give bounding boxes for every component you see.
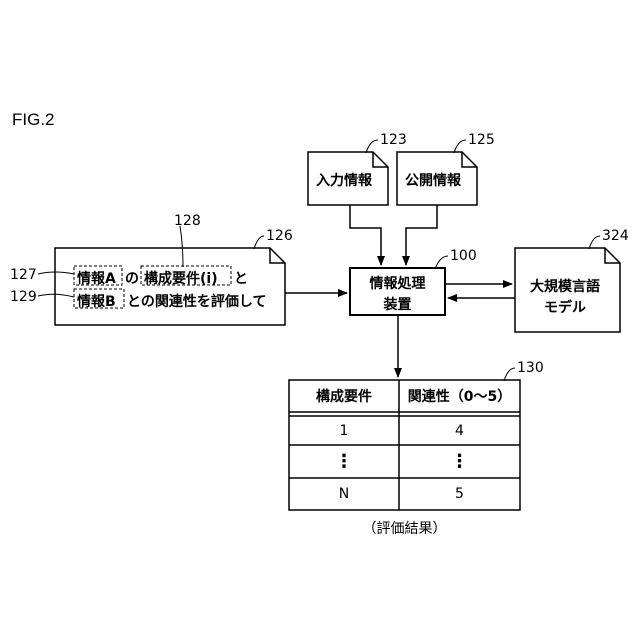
ref-127: 127 <box>10 268 37 282</box>
prompt-requirement: 構成要件(i) <box>144 268 218 288</box>
processor-label-line2: 装置 <box>350 294 445 314</box>
table-row: ⋮ ⋮ <box>289 445 520 478</box>
ref-324: 324 <box>602 229 629 243</box>
table-cell: N <box>289 478 399 510</box>
ref-123: 123 <box>380 133 407 147</box>
llm-label-line1: 大規模言語 <box>515 276 615 296</box>
table-row: 1 4 <box>289 416 520 445</box>
prompt-info-b: 情報B <box>77 291 116 311</box>
table-header-requirement: 構成要件 <box>289 380 399 412</box>
table-header-row: 構成要件 関連性（0〜5） <box>289 380 520 412</box>
arrow-input-to-processor <box>350 205 381 265</box>
leader-126 <box>254 236 264 249</box>
ref-126: 126 <box>266 229 293 243</box>
ref-125: 125 <box>468 133 495 147</box>
table-row: N 5 <box>289 478 520 510</box>
ref-128: 128 <box>174 214 201 228</box>
table-cell: 5 <box>399 478 520 510</box>
public-info-label: 公開情報 <box>405 170 461 190</box>
ref-129: 129 <box>10 290 37 304</box>
prompt-no: の <box>125 268 139 288</box>
table-cell-ellipsis: ⋮ <box>399 445 520 478</box>
llm-label-line2: モデル <box>515 297 615 317</box>
prompt-to: と <box>234 268 248 288</box>
prompt-rest: との関連性を評価して <box>127 291 266 311</box>
input-info-label: 入力情報 <box>316 170 372 190</box>
leader-125 <box>454 140 466 153</box>
result-caption: （評価結果） <box>289 518 520 538</box>
ref-130: 130 <box>517 361 544 375</box>
table-cell-ellipsis: ⋮ <box>289 445 399 478</box>
arrow-public-to-processor <box>406 205 437 265</box>
table-header-relevance: 関連性（0〜5） <box>399 380 520 412</box>
leader-324 <box>589 236 600 249</box>
table-cell: 1 <box>289 416 399 445</box>
processor-label-line1: 情報処理 <box>350 273 445 293</box>
leader-123 <box>366 140 378 153</box>
ref-100: 100 <box>450 249 477 263</box>
table-cell: 4 <box>399 416 520 445</box>
prompt-info-a: 情報A <box>77 268 116 288</box>
